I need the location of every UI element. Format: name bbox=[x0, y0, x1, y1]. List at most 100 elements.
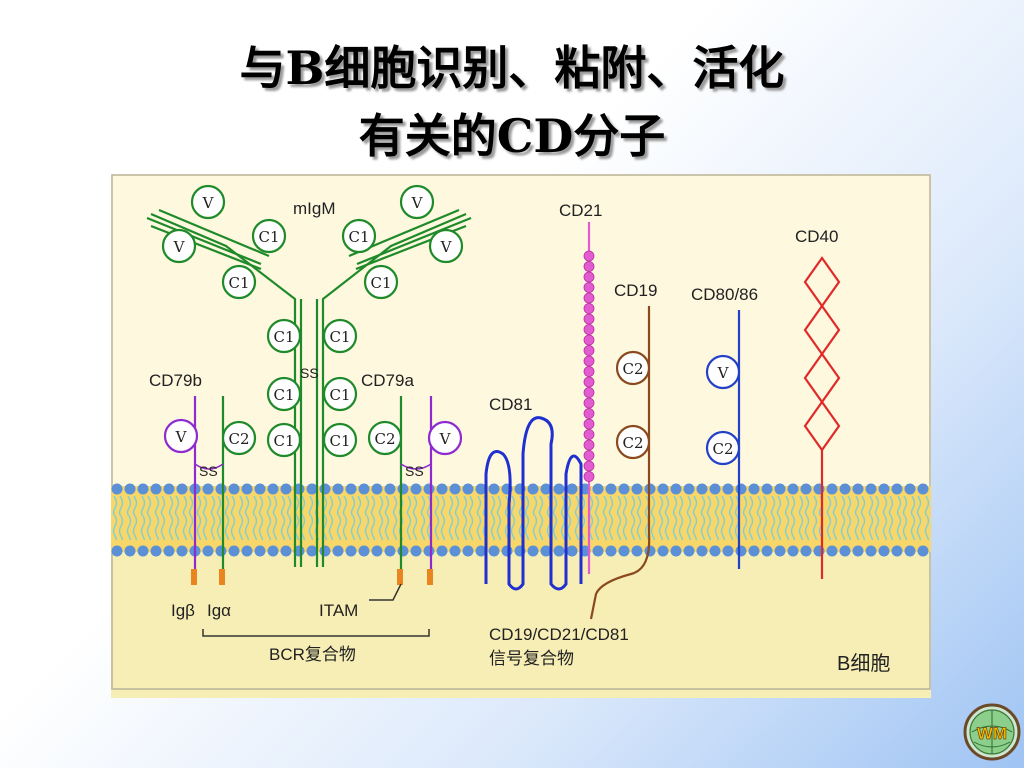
domain-c1 bbox=[266, 318, 302, 354]
lipid-head bbox=[150, 545, 162, 557]
lipid-head bbox=[397, 483, 409, 495]
lipid-head bbox=[787, 483, 799, 495]
cd21-bead bbox=[583, 334, 595, 346]
lipid-head bbox=[371, 483, 383, 495]
cd21-bead bbox=[583, 376, 595, 388]
lipid-head bbox=[904, 483, 916, 495]
domain-v bbox=[428, 228, 464, 264]
lipid-head bbox=[540, 483, 552, 495]
lipid-head bbox=[644, 545, 656, 557]
lipid-head bbox=[488, 545, 500, 557]
lipid-head bbox=[618, 545, 630, 557]
lipid-head bbox=[917, 545, 929, 557]
lipid-head bbox=[787, 545, 799, 557]
label-b-cell: B细胞 bbox=[837, 652, 890, 675]
lipid-head bbox=[826, 545, 838, 557]
lipid-head bbox=[254, 483, 266, 495]
cd19-molecule bbox=[589, 306, 651, 620]
lipid-head bbox=[397, 545, 409, 557]
domain-label-v: V bbox=[440, 238, 453, 256]
domain-label-c1: C1 bbox=[348, 228, 369, 246]
lipid-head bbox=[488, 483, 500, 495]
lipid-head bbox=[358, 545, 370, 557]
title-line-2: 有关的CD分子 bbox=[358, 109, 666, 163]
lipid-head bbox=[267, 545, 279, 557]
lipid-head bbox=[241, 483, 253, 495]
domain-c1 bbox=[266, 376, 302, 412]
domain-label-c1: C1 bbox=[258, 228, 279, 246]
label-itam: ITAM bbox=[319, 601, 358, 620]
lipid-head bbox=[267, 483, 279, 495]
domain-v bbox=[161, 228, 197, 264]
lipid-head bbox=[137, 545, 149, 557]
label-ss-cd79a: SS bbox=[405, 463, 424, 479]
label-ss-migm: SS bbox=[300, 365, 319, 381]
lipid-head bbox=[280, 483, 292, 495]
cd21-molecule bbox=[583, 222, 595, 574]
lipid-head bbox=[852, 545, 864, 557]
domain-v bbox=[163, 418, 199, 454]
domain-label-v: V bbox=[717, 364, 730, 382]
lipid-head bbox=[852, 483, 864, 495]
lipid-head bbox=[358, 483, 370, 495]
domain-v bbox=[427, 420, 463, 456]
domain-c1 bbox=[341, 218, 377, 254]
label-cd79a: CD79a bbox=[361, 371, 414, 390]
lipid-head bbox=[904, 545, 916, 557]
label-cd21: CD21 bbox=[559, 201, 602, 220]
lipid-head bbox=[215, 545, 227, 557]
cd21-bead bbox=[583, 397, 595, 409]
domain-label-c1: C1 bbox=[329, 432, 350, 450]
lipid-head bbox=[826, 483, 838, 495]
lipid-head bbox=[423, 545, 435, 557]
lipid-head bbox=[332, 545, 344, 557]
lipid-head bbox=[670, 483, 682, 495]
domain-label-c1: C1 bbox=[228, 274, 249, 292]
lipid-head bbox=[306, 545, 318, 557]
lipid-head bbox=[215, 483, 227, 495]
lipid-head bbox=[475, 483, 487, 495]
domain-label-v: V bbox=[175, 428, 188, 446]
lipid-head bbox=[111, 545, 123, 557]
cd21-bead bbox=[583, 324, 595, 335]
lipid-head bbox=[878, 545, 890, 557]
lipid-head bbox=[631, 483, 643, 495]
lipid-head bbox=[410, 545, 422, 557]
domain-c2 bbox=[221, 420, 257, 456]
lipid-head bbox=[553, 545, 565, 557]
lipid-head bbox=[228, 483, 240, 495]
lipid-head bbox=[332, 483, 344, 495]
domain-label-v: V bbox=[439, 430, 452, 448]
lipid-head bbox=[319, 545, 331, 557]
cd21-bead bbox=[583, 250, 595, 262]
lipid-head bbox=[592, 545, 604, 557]
title-line-1: 与B细胞识别、粘附、活化 bbox=[239, 41, 785, 95]
domain-label-c1: C1 bbox=[329, 386, 350, 404]
label-coreceptor-1: CD19/CD21/CD81 bbox=[489, 625, 629, 644]
cd21-bead bbox=[583, 313, 595, 325]
logo-text: WM bbox=[977, 724, 1007, 743]
wm-logo-icon: WM bbox=[963, 703, 1021, 761]
cd40-molecule bbox=[803, 256, 841, 579]
cd21-bead bbox=[583, 471, 595, 482]
cd21-bead bbox=[583, 439, 595, 451]
cd21-bead bbox=[583, 450, 595, 461]
lipid-head bbox=[553, 483, 565, 495]
lipid-head bbox=[527, 483, 539, 495]
domain-c1 bbox=[266, 422, 302, 458]
lipid-head bbox=[150, 483, 162, 495]
cd21-bead bbox=[583, 282, 595, 293]
domain-c1 bbox=[322, 318, 358, 354]
domain-label-v: V bbox=[202, 194, 215, 212]
lipid-head bbox=[345, 545, 357, 557]
domain-label-c1: C1 bbox=[273, 386, 294, 404]
lipid-head bbox=[111, 483, 123, 495]
label-cd19: CD19 bbox=[614, 281, 657, 300]
lipid-head bbox=[124, 545, 136, 557]
lipid-head bbox=[605, 483, 617, 495]
lipid-head bbox=[449, 483, 461, 495]
lipid-head bbox=[228, 545, 240, 557]
domain-label-c1: C1 bbox=[370, 274, 391, 292]
domain-label-c1: C1 bbox=[273, 432, 294, 450]
lipid-head bbox=[722, 483, 734, 495]
